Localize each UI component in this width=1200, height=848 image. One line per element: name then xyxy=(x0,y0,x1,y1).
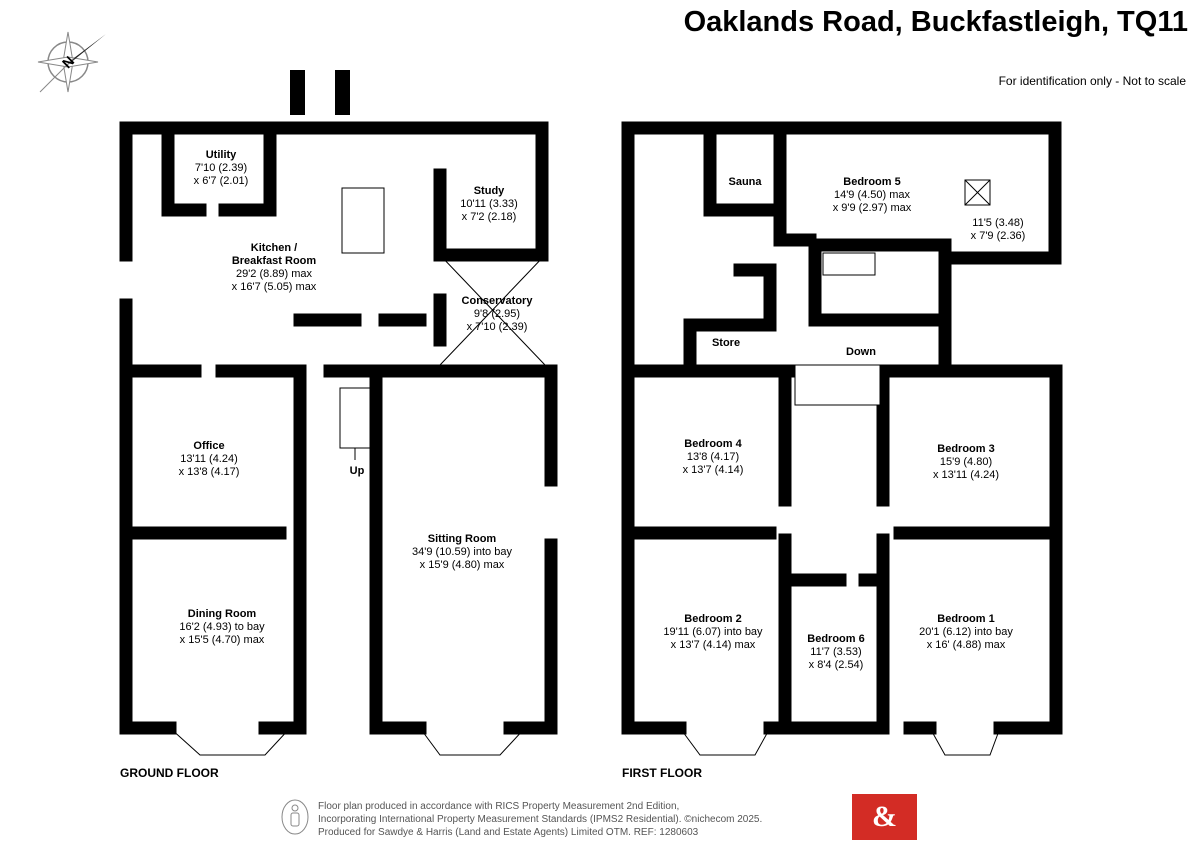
svg-text:13'11 (4.24): 13'11 (4.24) xyxy=(180,453,238,465)
svg-text:29'2 (8.89) max: 29'2 (8.89) max xyxy=(236,268,313,280)
svg-text:14'9 (4.50) max: 14'9 (4.50) max xyxy=(834,189,911,201)
svg-text:x 9'9 (2.97) max: x 9'9 (2.97) max xyxy=(833,202,912,214)
room-bedroom-5: Bedroom 5 14'9 (4.50) max x 9'9 (2.97) m… xyxy=(833,176,912,214)
svg-text:x 7'2 (2.18): x 7'2 (2.18) xyxy=(462,211,517,223)
room-utility: Utility 7'10 (2.39) x 6'7 (2.01) xyxy=(194,149,249,187)
svg-text:Bedroom 5: Bedroom 5 xyxy=(843,176,900,188)
svg-text:x 13'7 (4.14) max: x 13'7 (4.14) max xyxy=(671,639,756,651)
svg-text:16'2 (4.93) to bay: 16'2 (4.93) to bay xyxy=(179,621,265,633)
compass-north-label: N xyxy=(59,53,77,71)
svg-text:Office: Office xyxy=(193,440,224,452)
room-bedroom-4: Bedroom 4 13'8 (4.17) x 13'7 (4.14) xyxy=(683,438,744,476)
room-unnamed: 11'5 (3.48) x 7'9 (2.36) xyxy=(971,217,1026,242)
svg-text:x 13'7 (4.14): x 13'7 (4.14) xyxy=(683,464,744,476)
svg-text:x 13'8 (4.17): x 13'8 (4.17) xyxy=(179,466,240,478)
room-dining-room: Dining Room 16'2 (4.93) to bay x 15'5 (4… xyxy=(179,608,265,646)
room-sitting-room: Sitting Room 34'9 (10.59) into bay x 15'… xyxy=(412,533,512,571)
first-floor-label: FIRST FLOOR xyxy=(622,766,702,780)
room-bedroom-3: Bedroom 3 15'9 (4.80) x 13'11 (4.24) xyxy=(933,443,999,481)
ground-floor-label: GROUND FLOOR xyxy=(120,766,219,780)
page-title: Oaklands Road, Buckfastleigh, TQ11 xyxy=(683,6,1188,38)
svg-text:7'10 (2.39): 7'10 (2.39) xyxy=(195,162,247,174)
room-bedroom-1: Bedroom 1 20'1 (6.12) into bay x 16' (4.… xyxy=(919,613,1013,651)
svg-text:Conservatory: Conservatory xyxy=(462,295,534,307)
svg-text:Sitting Room: Sitting Room xyxy=(428,533,497,545)
person-icon xyxy=(281,799,309,835)
svg-text:Bedroom 2: Bedroom 2 xyxy=(684,613,741,625)
stairs-down-label: Down xyxy=(846,346,876,358)
svg-text:Study: Study xyxy=(474,185,505,197)
svg-text:20'1 (6.12) into bay: 20'1 (6.12) into bay xyxy=(919,626,1013,638)
room-kitchen: Kitchen / Breakfast Room 29'2 (8.89) max… xyxy=(232,242,317,293)
footer-line: Produced for Sawdye & Harris (Land and E… xyxy=(318,827,699,838)
svg-text:11'7 (3.53): 11'7 (3.53) xyxy=(810,646,861,658)
svg-text:x 16' (4.88) max: x 16' (4.88) max xyxy=(927,639,1006,651)
svg-text:10'11 (3.33): 10'11 (3.33) xyxy=(460,198,518,210)
svg-text:x 15'9 (4.80) max: x 15'9 (4.80) max xyxy=(420,559,505,571)
footer-line: Incorporating International Property Mea… xyxy=(318,814,763,825)
svg-text:Dining Room: Dining Room xyxy=(188,608,257,620)
svg-text:x 7'9 (2.36): x 7'9 (2.36) xyxy=(971,230,1026,242)
svg-text:Bedroom 6: Bedroom 6 xyxy=(807,633,864,645)
room-conservatory: Conservatory 9'8 (2.95) x 7'10 (2.39) xyxy=(462,295,534,333)
svg-text:x 15'5 (4.70) max: x 15'5 (4.70) max xyxy=(180,634,265,646)
svg-text:x 7'10 (2.39): x 7'10 (2.39) xyxy=(467,321,528,333)
svg-text:x 16'7 (5.05) max: x 16'7 (5.05) max xyxy=(232,281,317,293)
disclaimer: For identification only - Not to scale xyxy=(998,74,1186,88)
svg-text:19'11 (6.07) into bay: 19'11 (6.07) into bay xyxy=(663,626,763,638)
room-sauna: Sauna xyxy=(728,176,762,188)
agent-logo: & xyxy=(852,794,917,840)
footer-disclaimer: Floor plan produced in accordance with R… xyxy=(318,800,762,839)
svg-text:34'9 (10.59) into bay: 34'9 (10.59) into bay xyxy=(412,546,512,558)
svg-text:15'9 (4.80): 15'9 (4.80) xyxy=(940,456,992,468)
room-bedroom-6: Bedroom 6 11'7 (3.53) x 8'4 (2.54) xyxy=(807,633,864,671)
svg-text:Utility: Utility xyxy=(206,149,237,161)
stairs-up-label: Up xyxy=(350,465,365,477)
room-study: Study 10'11 (3.33) x 7'2 (2.18) xyxy=(460,185,518,223)
svg-text:x 8'4 (2.54): x 8'4 (2.54) xyxy=(809,659,864,671)
first-floor-walls xyxy=(621,121,1063,756)
svg-text:Bedroom 4: Bedroom 4 xyxy=(684,438,742,450)
svg-text:13'8 (4.17): 13'8 (4.17) xyxy=(687,451,739,463)
room-office: Office 13'11 (4.24) x 13'8 (4.17) xyxy=(179,440,240,478)
ground-floor-walls xyxy=(119,70,558,756)
svg-text:Bedroom 3: Bedroom 3 xyxy=(937,443,994,455)
compass-icon: N xyxy=(37,31,106,93)
svg-text:Breakfast Room: Breakfast Room xyxy=(232,255,317,267)
room-bedroom-2: Bedroom 2 19'11 (6.07) into bay x 13'7 (… xyxy=(663,613,763,651)
footer-line: Floor plan produced in accordance with R… xyxy=(318,801,680,812)
svg-text:x 6'7 (2.01): x 6'7 (2.01) xyxy=(194,175,249,187)
room-store: Store xyxy=(712,337,740,349)
svg-text:Bedroom 1: Bedroom 1 xyxy=(937,613,994,625)
svg-text:x 13'11 (4.24): x 13'11 (4.24) xyxy=(933,469,999,481)
svg-text:9'8 (2.95): 9'8 (2.95) xyxy=(474,308,520,320)
svg-text:11'5 (3.48): 11'5 (3.48) xyxy=(972,217,1023,229)
svg-text:Kitchen /: Kitchen / xyxy=(251,242,297,254)
